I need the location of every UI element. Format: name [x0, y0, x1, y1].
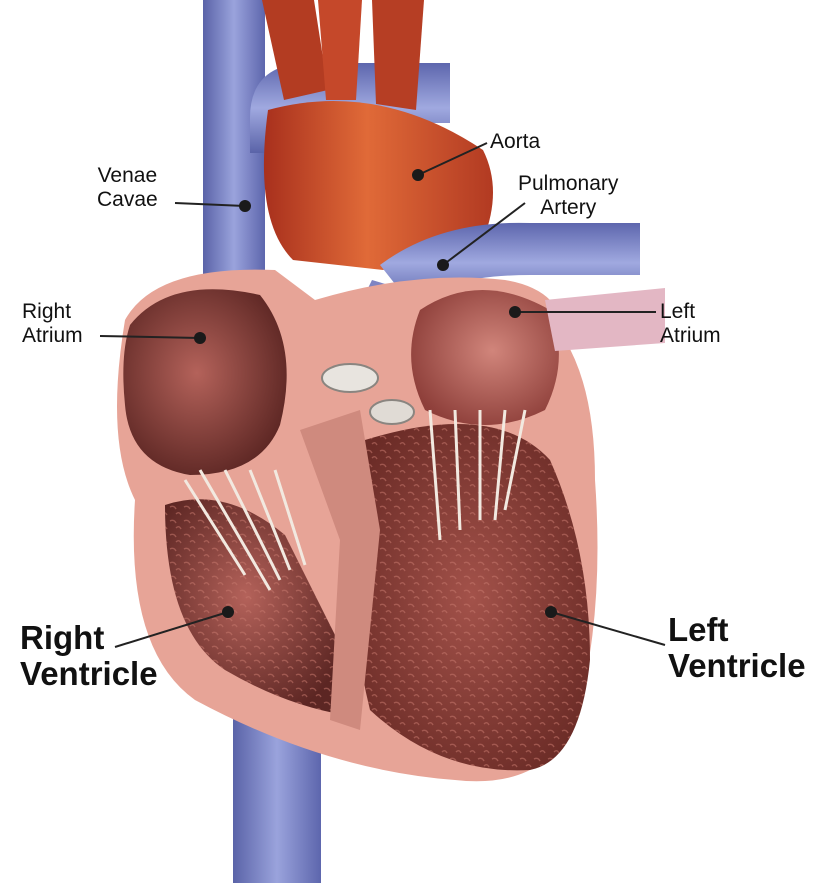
label-left-atrium-line2: Atrium	[660, 324, 721, 348]
label-right-ventricle: Right Ventricle	[20, 620, 158, 691]
label-pulmonary-artery-line1: Pulmonary	[518, 172, 618, 196]
label-left-ventricle-line2: Ventricle	[668, 648, 806, 684]
pulmonary-vein	[545, 288, 665, 351]
label-right-ventricle-line1: Right	[20, 620, 158, 656]
label-right-atrium-line1: Right	[22, 300, 83, 324]
label-venae-cavae: Venae Cavae	[97, 164, 158, 212]
label-left-atrium: Left Atrium	[660, 300, 721, 348]
left-ventricle-texture	[354, 424, 590, 770]
label-venae-cavae-line2: Cavae	[97, 188, 158, 212]
label-aorta-line1: Aorta	[490, 130, 540, 154]
right-atrium-chamber	[123, 289, 286, 475]
left-atrium-chamber	[411, 290, 559, 425]
label-aorta: Aorta	[490, 130, 540, 154]
label-pulmonary-artery-line2: Artery	[518, 196, 618, 220]
label-right-atrium: Right Atrium	[22, 300, 83, 348]
label-venae-cavae-line1: Venae	[97, 164, 158, 188]
aortic-branches	[262, 0, 424, 110]
label-right-atrium-line2: Atrium	[22, 324, 83, 348]
label-left-ventricle-line1: Left	[668, 612, 806, 648]
label-left-atrium-line1: Left	[660, 300, 721, 324]
label-left-ventricle: Left Ventricle	[668, 612, 806, 683]
label-right-ventricle-line2: Ventricle	[20, 656, 158, 692]
label-pulmonary-artery: Pulmonary Artery	[518, 172, 618, 220]
